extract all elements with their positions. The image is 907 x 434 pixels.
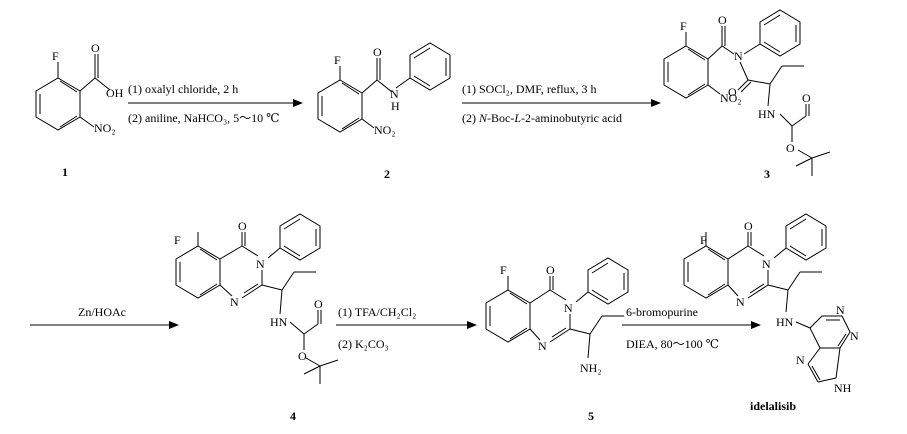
atom-o: O <box>728 85 737 99</box>
atom-f: F <box>52 49 59 63</box>
compound-label-idelalisib: idelalisib <box>750 399 796 413</box>
idelalisib-structure <box>683 213 851 383</box>
atom-o: O <box>546 263 555 277</box>
atom-f: F <box>680 19 687 33</box>
atom-n: N <box>796 353 805 367</box>
atom-nh: NH <box>834 381 852 395</box>
atom-n: N <box>564 301 573 315</box>
atom-o: O <box>238 219 247 233</box>
atom-hn: HN <box>758 107 776 121</box>
compound-5-structure <box>485 257 629 359</box>
step-1-above: (1) oxalyl chloride, 2 h <box>128 82 238 96</box>
compound-label-2: 2 <box>384 167 390 181</box>
atom-n: N <box>762 257 771 271</box>
atom-o: O <box>802 91 811 105</box>
atom-n: N <box>736 295 745 309</box>
atom-o: O <box>314 297 323 311</box>
atom-n: N <box>850 329 859 343</box>
step-5-above: 6-bromopurine <box>626 305 698 319</box>
atom-o: O <box>91 41 100 55</box>
atom-no2: NO₂ <box>94 121 116 135</box>
atom-oh: OH <box>106 86 124 100</box>
atom-o: O <box>373 45 382 59</box>
atom-f: F <box>174 233 181 247</box>
step-4-above: (1) TFA/CH₂Cl₂ <box>338 305 416 319</box>
atom-nh2: NH₂ <box>580 361 602 375</box>
step-2-below: (2) N-Boc-L-2-aminobutyric acid <box>462 111 622 125</box>
compound-label-5: 5 <box>588 409 594 423</box>
compound-label-4: 4 <box>290 409 296 423</box>
compound-1-structure <box>35 54 111 131</box>
atom-n: N <box>734 49 743 63</box>
step-2-above: (1) SOCl₂, DMF, reflux, 3 h <box>462 82 597 96</box>
compound-3-structure <box>663 9 831 176</box>
compound-4-structure <box>175 213 339 384</box>
compound-label-3: 3 <box>764 167 770 181</box>
atom-h: H <box>391 99 400 113</box>
atom-o: O <box>786 141 795 155</box>
atom-no2: NO₂ <box>720 91 742 105</box>
atom-hn: HN <box>776 315 794 329</box>
step-1-below: (2) aniline, NaHCO₃, 5～10 ℃ <box>128 111 280 125</box>
atom-f: F <box>334 53 341 67</box>
atom-o: O <box>718 13 727 27</box>
atom-no2: NO₂ <box>374 123 396 137</box>
atom-n: N <box>256 257 265 271</box>
atom-o: O <box>744 219 753 233</box>
atom-n: N <box>230 295 239 309</box>
atom-f: F <box>700 233 707 247</box>
atom-hn: HN <box>270 315 288 329</box>
compound-2-structure <box>317 42 451 133</box>
atom-o: O <box>298 349 307 363</box>
compound-label-1: 1 <box>62 165 68 179</box>
atom-n: N <box>538 339 547 353</box>
step-3-above: Zn/HOAc <box>78 305 126 319</box>
atom-n: N <box>836 303 845 317</box>
atom-f: F <box>500 263 507 277</box>
step-4-below: (2) K₂CO₃ <box>338 337 389 351</box>
step-5-below: DIEA, 80～100 ℃ <box>626 337 719 351</box>
atom-n: N <box>390 87 399 101</box>
